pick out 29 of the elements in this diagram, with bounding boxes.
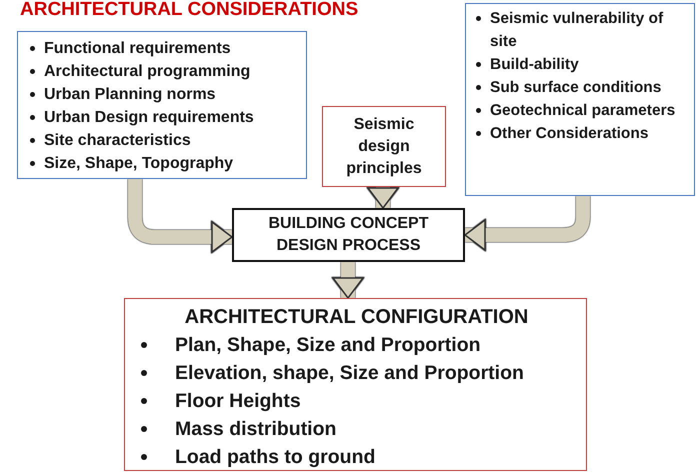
- list-item: Seismic vulnerability of site: [490, 10, 664, 50]
- title: ARCHITECTURAL CONSIDERATIONS: [20, 0, 358, 20]
- block-arrow: [332, 262, 364, 299]
- list-item: Functional requirements: [44, 40, 231, 57]
- list-item: Floor Heights: [175, 390, 301, 412]
- list-item: Elevation, shape, Size and Proportion: [175, 362, 524, 384]
- list-item: Sub surface conditions: [490, 79, 662, 96]
- box-label: Seismic design principles: [345, 114, 423, 178]
- text-box: [322, 106, 446, 187]
- list-item: Urban Design requirements: [44, 109, 254, 126]
- box-heading: ARCHITECTURAL CONFIGURATION: [184, 305, 530, 330]
- list-item: Other Considerations: [490, 125, 648, 142]
- text-box: [232, 208, 465, 262]
- list-item: Mass distribution: [175, 418, 336, 440]
- list-item: Load paths to ground: [175, 446, 376, 468]
- list-item: Build-ability: [490, 56, 579, 73]
- list-item: Size, Shape, Topography: [44, 155, 234, 172]
- block-arrow: [128, 179, 233, 253]
- text-box: [465, 3, 695, 196]
- list-item: Site characteristics: [44, 132, 191, 149]
- text-box: [124, 298, 587, 471]
- list-item: Plan, Shape, Size and Proportion: [175, 334, 481, 356]
- list-item: Geotechnical parameters: [490, 102, 676, 119]
- list-item: Urban Planning norms: [44, 86, 216, 103]
- list-item: Architectural programming: [44, 63, 250, 80]
- block-arrow: [367, 187, 399, 209]
- text-box: [17, 31, 307, 179]
- box-label: BUILDING CONCEPT DESIGN PROCESS: [268, 214, 430, 256]
- block-arrow: [464, 196, 590, 251]
